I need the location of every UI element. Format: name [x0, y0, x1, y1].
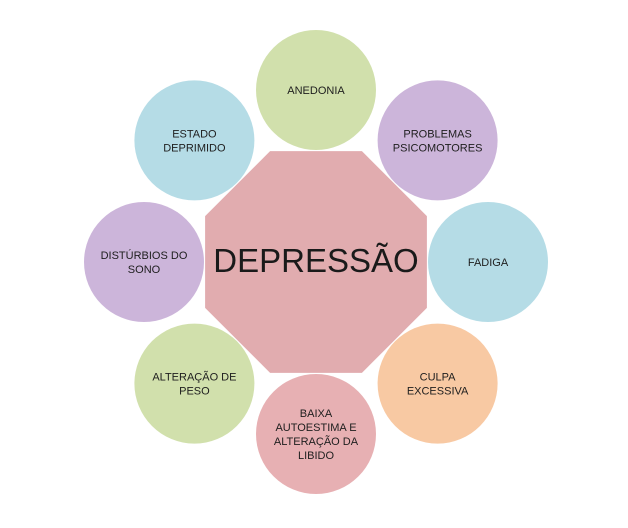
circle-alteracao-de-peso	[134, 323, 255, 444]
circle-problemas-psicomotores	[377, 80, 498, 201]
label-line: EXCESSIVA	[407, 386, 469, 398]
label-line: ESTADO	[172, 128, 217, 140]
label-anedonia: ANEDONIA	[287, 85, 345, 97]
circle-baixa-autoestima	[256, 374, 376, 494]
label-fadiga: FADIGA	[468, 257, 509, 269]
center-node: DEPRESSÃO	[205, 151, 427, 373]
center-octagon	[205, 151, 427, 373]
outer-circles	[84, 30, 548, 494]
label-alteracao-de-peso: ALTERAÇÃO DE PESO	[152, 371, 236, 398]
label-line: PESO	[179, 386, 210, 398]
label-line: DEPRIMIDO	[163, 142, 226, 154]
label-line: FADIGA	[468, 257, 509, 269]
label-line: BAIXA	[300, 408, 333, 420]
label-line: ALTERAÇÃO DE	[152, 371, 236, 384]
circle-estado-deprimido	[134, 80, 255, 201]
label-line: LIBIDO	[298, 450, 335, 462]
label-line: DISTÚRBIOS DO	[101, 249, 188, 262]
center-label: DEPRESSÃO	[213, 242, 418, 279]
label-line: AUTOESTIMA E	[275, 422, 356, 434]
label-line: CULPA	[420, 372, 457, 384]
label-line: SONO	[128, 264, 161, 276]
label-line: ANEDONIA	[287, 85, 345, 97]
label-line: PROBLEMAS	[403, 128, 471, 140]
circle-disturbios-do-sono	[84, 202, 204, 322]
label-estado-deprimido: ESTADO DEPRIMIDO	[163, 128, 226, 154]
label-disturbios-do-sono: DISTÚRBIOS DO SONO	[101, 249, 188, 276]
label-line: ALTERAÇÃO DA	[274, 435, 359, 448]
circle-culpa-excessiva	[377, 323, 498, 444]
label-line: PSICOMOTORES	[393, 142, 483, 154]
circle-labels: ANEDONIA PROBLEMAS PSICOMOTORES FADIGA CULPA…	[101, 85, 509, 462]
label-culpa-excessiva: CULPA EXCESSIVA	[407, 372, 469, 398]
circle-fadiga	[428, 202, 548, 322]
label-problemas-psicomotores: PROBLEMAS PSICOMOTORES	[393, 128, 483, 154]
circle-anedonia	[256, 30, 376, 150]
